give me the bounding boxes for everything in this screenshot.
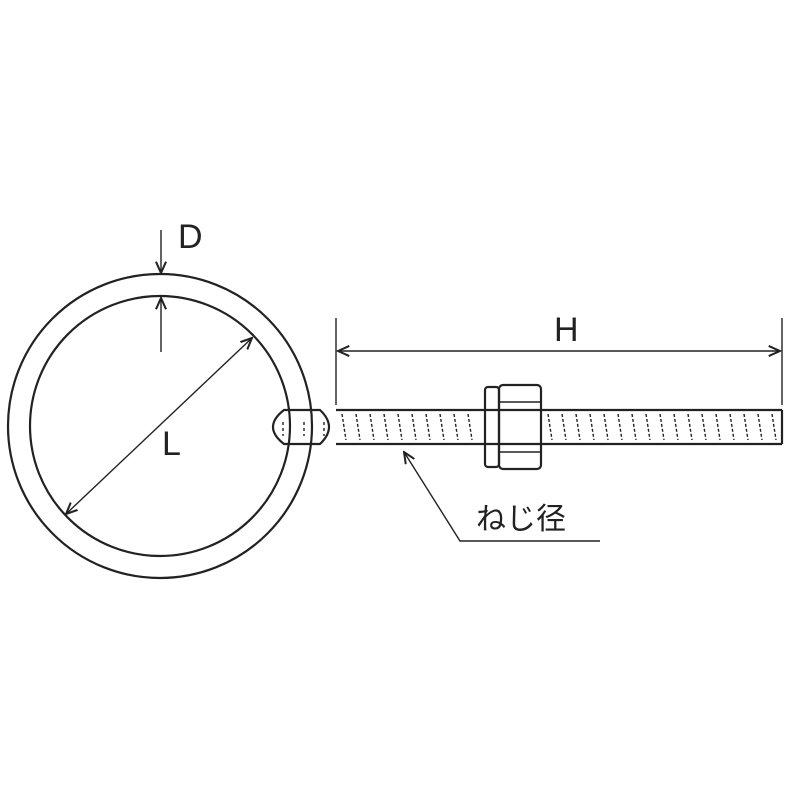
thread-mark: [645, 413, 651, 441]
thread-diameter-label: ねじ径: [476, 502, 566, 537]
thread-mark: [771, 413, 777, 441]
thread-mark: [757, 413, 763, 441]
l-dimension: L: [66, 338, 252, 514]
thread-mark: [439, 413, 445, 441]
eye-joint: [271, 408, 331, 446]
l-label: L: [162, 425, 181, 463]
eye-boss: [271, 408, 331, 446]
leader-line: [404, 452, 600, 542]
h-label: H: [554, 311, 579, 349]
thread-mark: [701, 413, 707, 441]
thread-mark: [341, 413, 347, 441]
threaded-shaft: [336, 408, 784, 446]
thread-mark: [743, 413, 749, 441]
thread-mark: [589, 413, 595, 441]
d-dimension: D: [161, 218, 203, 352]
thread-mark: [453, 413, 459, 441]
thread-mark: [631, 413, 637, 441]
thread-mark: [561, 413, 567, 441]
thread-mark: [729, 413, 735, 441]
l-diagonal-arrow: [66, 338, 252, 514]
thread-mark: [715, 413, 721, 441]
thread-mark: [617, 413, 623, 441]
d-label: D: [178, 218, 203, 256]
thread-mark: [411, 413, 417, 441]
thread-mark: [673, 413, 679, 441]
thread-mark: [547, 413, 553, 441]
thread-mark: [659, 413, 665, 441]
nut-body: [497, 383, 543, 471]
thread-mark: [355, 413, 361, 441]
thread-diameter-leader: ねじ径: [404, 452, 600, 542]
thread-mark: [467, 413, 473, 441]
thread-marks: [341, 413, 777, 441]
thread-mark: [369, 413, 375, 441]
thread-mark: [575, 413, 581, 441]
thread-mark: [425, 413, 431, 441]
thread-mark: [603, 413, 609, 441]
hex-nut: [497, 383, 543, 471]
thread-mark: [397, 413, 403, 441]
thread-mark: [383, 413, 389, 441]
washer-plate: [483, 385, 501, 469]
ring-inner-circle: [28, 294, 292, 558]
thread-mark: [687, 413, 693, 441]
washer: [483, 385, 501, 469]
h-dimension: H: [335, 311, 783, 405]
